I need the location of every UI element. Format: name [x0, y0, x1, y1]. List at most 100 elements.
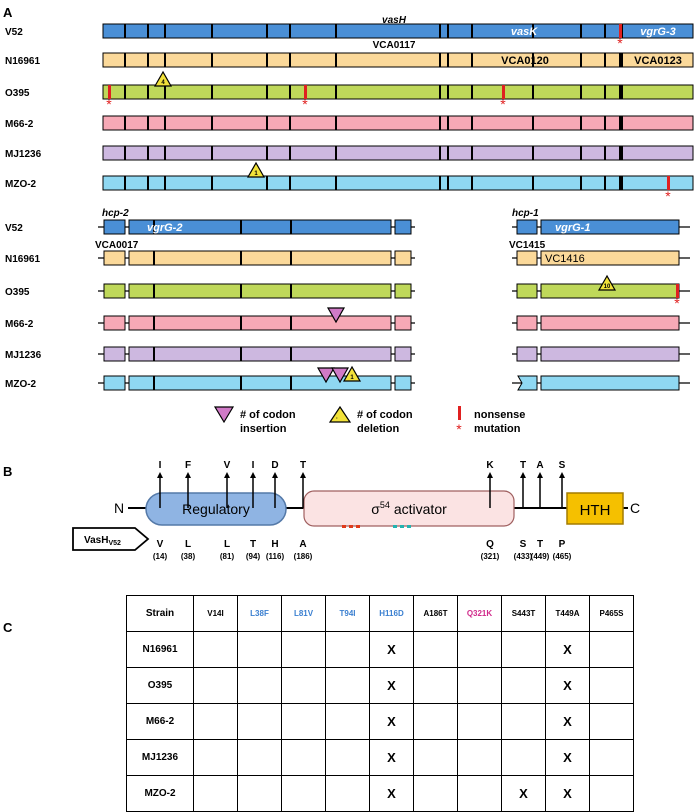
table-mark-cell — [237, 739, 282, 776]
table-mark-cell — [457, 739, 502, 776]
gene-boundary — [532, 116, 534, 130]
site-position: (14) — [153, 552, 168, 561]
site-5: TA(186) — [294, 460, 313, 561]
nonsense-asterisk: * — [665, 188, 671, 204]
table-mark-cell — [589, 775, 634, 812]
gene-boundary — [447, 116, 449, 130]
arrowhead-icon — [157, 472, 163, 478]
table-strain-cell: N16961 — [126, 631, 194, 668]
gene-boundary — [240, 316, 242, 330]
arrowhead-icon — [487, 472, 493, 478]
gene-boundary — [266, 85, 268, 99]
table-mark-cell — [325, 775, 370, 812]
vgrg2-label: vgrG-2 — [147, 222, 182, 234]
table-strain-cell: MJ1236 — [126, 739, 194, 776]
site-position: (94) — [246, 552, 261, 561]
site-variant-residue: T — [520, 460, 526, 471]
site-v52-residue: L — [185, 539, 191, 550]
gene-boundary — [240, 376, 242, 390]
hcp2-gene — [103, 346, 126, 362]
gene-boundary — [211, 116, 213, 130]
table-mark-cell — [457, 775, 502, 812]
nonsense-asterisk: * — [302, 96, 308, 112]
vgrg1-gene — [540, 315, 680, 331]
vgrg3-label: vgrG-3 — [640, 26, 675, 38]
gene-boundary — [290, 376, 292, 390]
insertion-marker — [330, 367, 350, 384]
gene-boundary — [124, 24, 126, 38]
aux-row-o395: O395 — [5, 283, 690, 299]
site-6: KQ(321) — [481, 460, 500, 561]
downstream-gene — [394, 283, 412, 299]
site-v52-residue: P — [559, 539, 566, 550]
table-mark-cell — [325, 631, 370, 668]
gene-cluster-bar — [102, 84, 694, 100]
gene-boundary — [604, 176, 606, 190]
nonsense-asterisk: * — [617, 35, 623, 51]
table-mark-cell: X — [369, 703, 414, 740]
table-header-cell: V14I — [193, 595, 238, 632]
gene-boundary — [290, 284, 292, 298]
gene-boundary — [447, 24, 449, 38]
strain-label: V52 — [5, 27, 23, 38]
table-mark-cell — [325, 703, 370, 740]
legend-insertion-line2: insertion — [240, 423, 287, 435]
gene-boundary — [211, 85, 213, 99]
table-mark-cell — [325, 739, 370, 776]
table-strain-cell: O395 — [126, 667, 194, 704]
hcp1-gene — [516, 283, 538, 299]
table-header-cell: P465S — [589, 595, 634, 632]
arrowhead-icon — [559, 472, 565, 478]
table-mark-cell — [193, 775, 238, 812]
gene-boundary — [439, 146, 441, 160]
gene-cluster-bar — [102, 23, 694, 39]
hcp1-label: hcp-1 — [512, 208, 539, 219]
gene-boundary — [604, 53, 606, 67]
table-mark-cell — [193, 739, 238, 776]
hcp2-gene — [103, 219, 126, 235]
legend-nonsense-line1: nonsense — [474, 409, 525, 421]
table-mark-cell — [589, 739, 634, 776]
hcp1-gene — [516, 219, 538, 235]
nonsense-mutation-mark — [108, 85, 111, 99]
arrowhead-icon — [537, 472, 543, 478]
site-position: (81) — [220, 552, 235, 561]
aux-row-m66-2: M66-2 — [5, 315, 690, 331]
panel-label-c: C — [3, 620, 13, 635]
site-4: DH(116) — [266, 460, 285, 561]
site-9: SP(465) — [553, 460, 572, 561]
arrowhead-icon — [224, 472, 230, 478]
hcp1-gene — [516, 250, 538, 266]
nonsense-asterisk: * — [500, 96, 506, 112]
gene-boundary — [471, 146, 473, 160]
vgrg1-gene — [540, 375, 680, 391]
site-position: (449) — [531, 552, 550, 561]
gene-boundary — [471, 116, 473, 130]
gene-boundary — [240, 251, 242, 265]
gene-boundary — [580, 146, 582, 160]
table-mark-cell: X — [545, 667, 590, 704]
gene-boundary — [240, 220, 242, 234]
gene-boundary — [164, 146, 166, 160]
table-mark-cell — [281, 775, 326, 812]
table-mark-cell: X — [545, 703, 590, 740]
gene-boundary — [289, 85, 291, 99]
downstream-gene — [394, 315, 412, 331]
hcp2-gene — [103, 315, 126, 331]
gene-cluster-bar — [102, 115, 694, 131]
gene-boundary — [164, 53, 166, 67]
table-mark-cell — [413, 703, 458, 740]
table-mark-cell — [501, 739, 546, 776]
gene-boundary — [211, 53, 213, 67]
site-v52-residue: T — [250, 539, 256, 550]
strain-label: N16961 — [5, 56, 40, 67]
gene-boundary — [439, 176, 441, 190]
aux-row-mj1236: MJ1236 — [5, 346, 690, 362]
gene-boundary — [619, 146, 621, 160]
site-v52-residue: A — [299, 539, 306, 550]
strain-label: V52 — [5, 223, 23, 234]
table-mark-cell — [281, 667, 326, 704]
